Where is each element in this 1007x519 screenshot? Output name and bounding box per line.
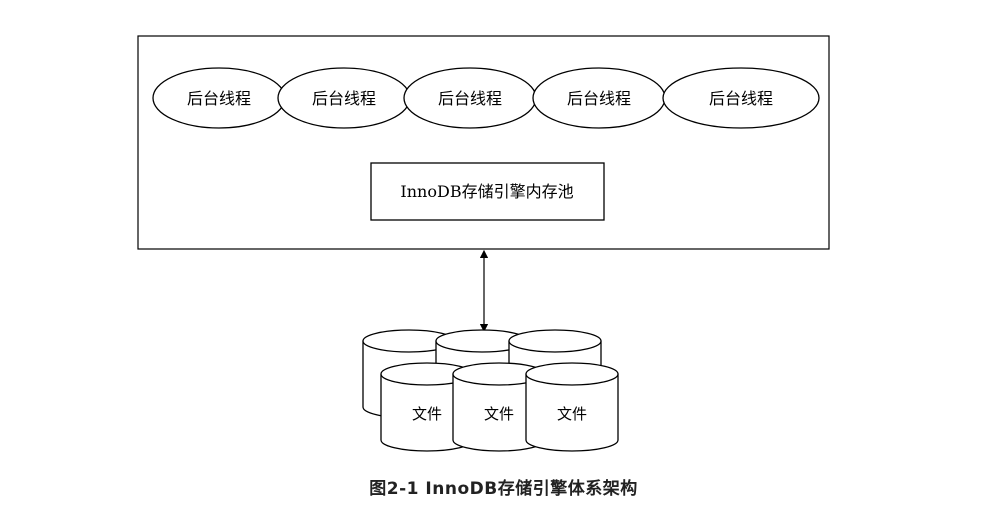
file-cylinder-front-2: 文件 — [452, 362, 546, 452]
file-cylinder-front-1: 文件 — [380, 362, 474, 452]
buffer-pool-label: InnoDB存储引擎内存池 — [400, 182, 573, 201]
thread-4: 后台线程 — [532, 67, 666, 129]
buffer-pool: InnoDB存储引擎内存池 — [370, 162, 605, 221]
thread-1: 后台线程 — [152, 67, 286, 129]
buffer-pool-box — [370, 162, 605, 221]
thread-label: 后台线程 — [567, 89, 631, 108]
figure-caption: 图2-1 InnoDB存储引擎体系架构 — [369, 479, 638, 499]
thread-label: 后台线程 — [312, 89, 376, 108]
thread-label: 后台线程 — [709, 89, 773, 108]
thread-3: 后台线程 — [403, 67, 537, 129]
files-front-row: 文件 文件 文件 — [380, 362, 619, 452]
file-label: 文件 — [412, 405, 442, 423]
thread-ellipse — [662, 67, 820, 129]
thread-5: 后台线程 — [662, 67, 820, 129]
thread-2: 后台线程 — [277, 67, 411, 129]
thread-group: 后台线程 后台线程 后台线程 后台线程 后台线程 — [152, 67, 820, 129]
file-cylinder-front-3: 文件 — [525, 362, 619, 452]
file-label: 文件 — [557, 405, 587, 423]
file-label: 文件 — [484, 405, 514, 423]
architecture-diagram: 后台线程 后台线程 后台线程 后台线程 后台线程 InnoDB存储引擎内存池 — [137, 35, 830, 452]
thread-label: 后台线程 — [187, 89, 251, 108]
thread-label: 后台线程 — [438, 89, 502, 108]
